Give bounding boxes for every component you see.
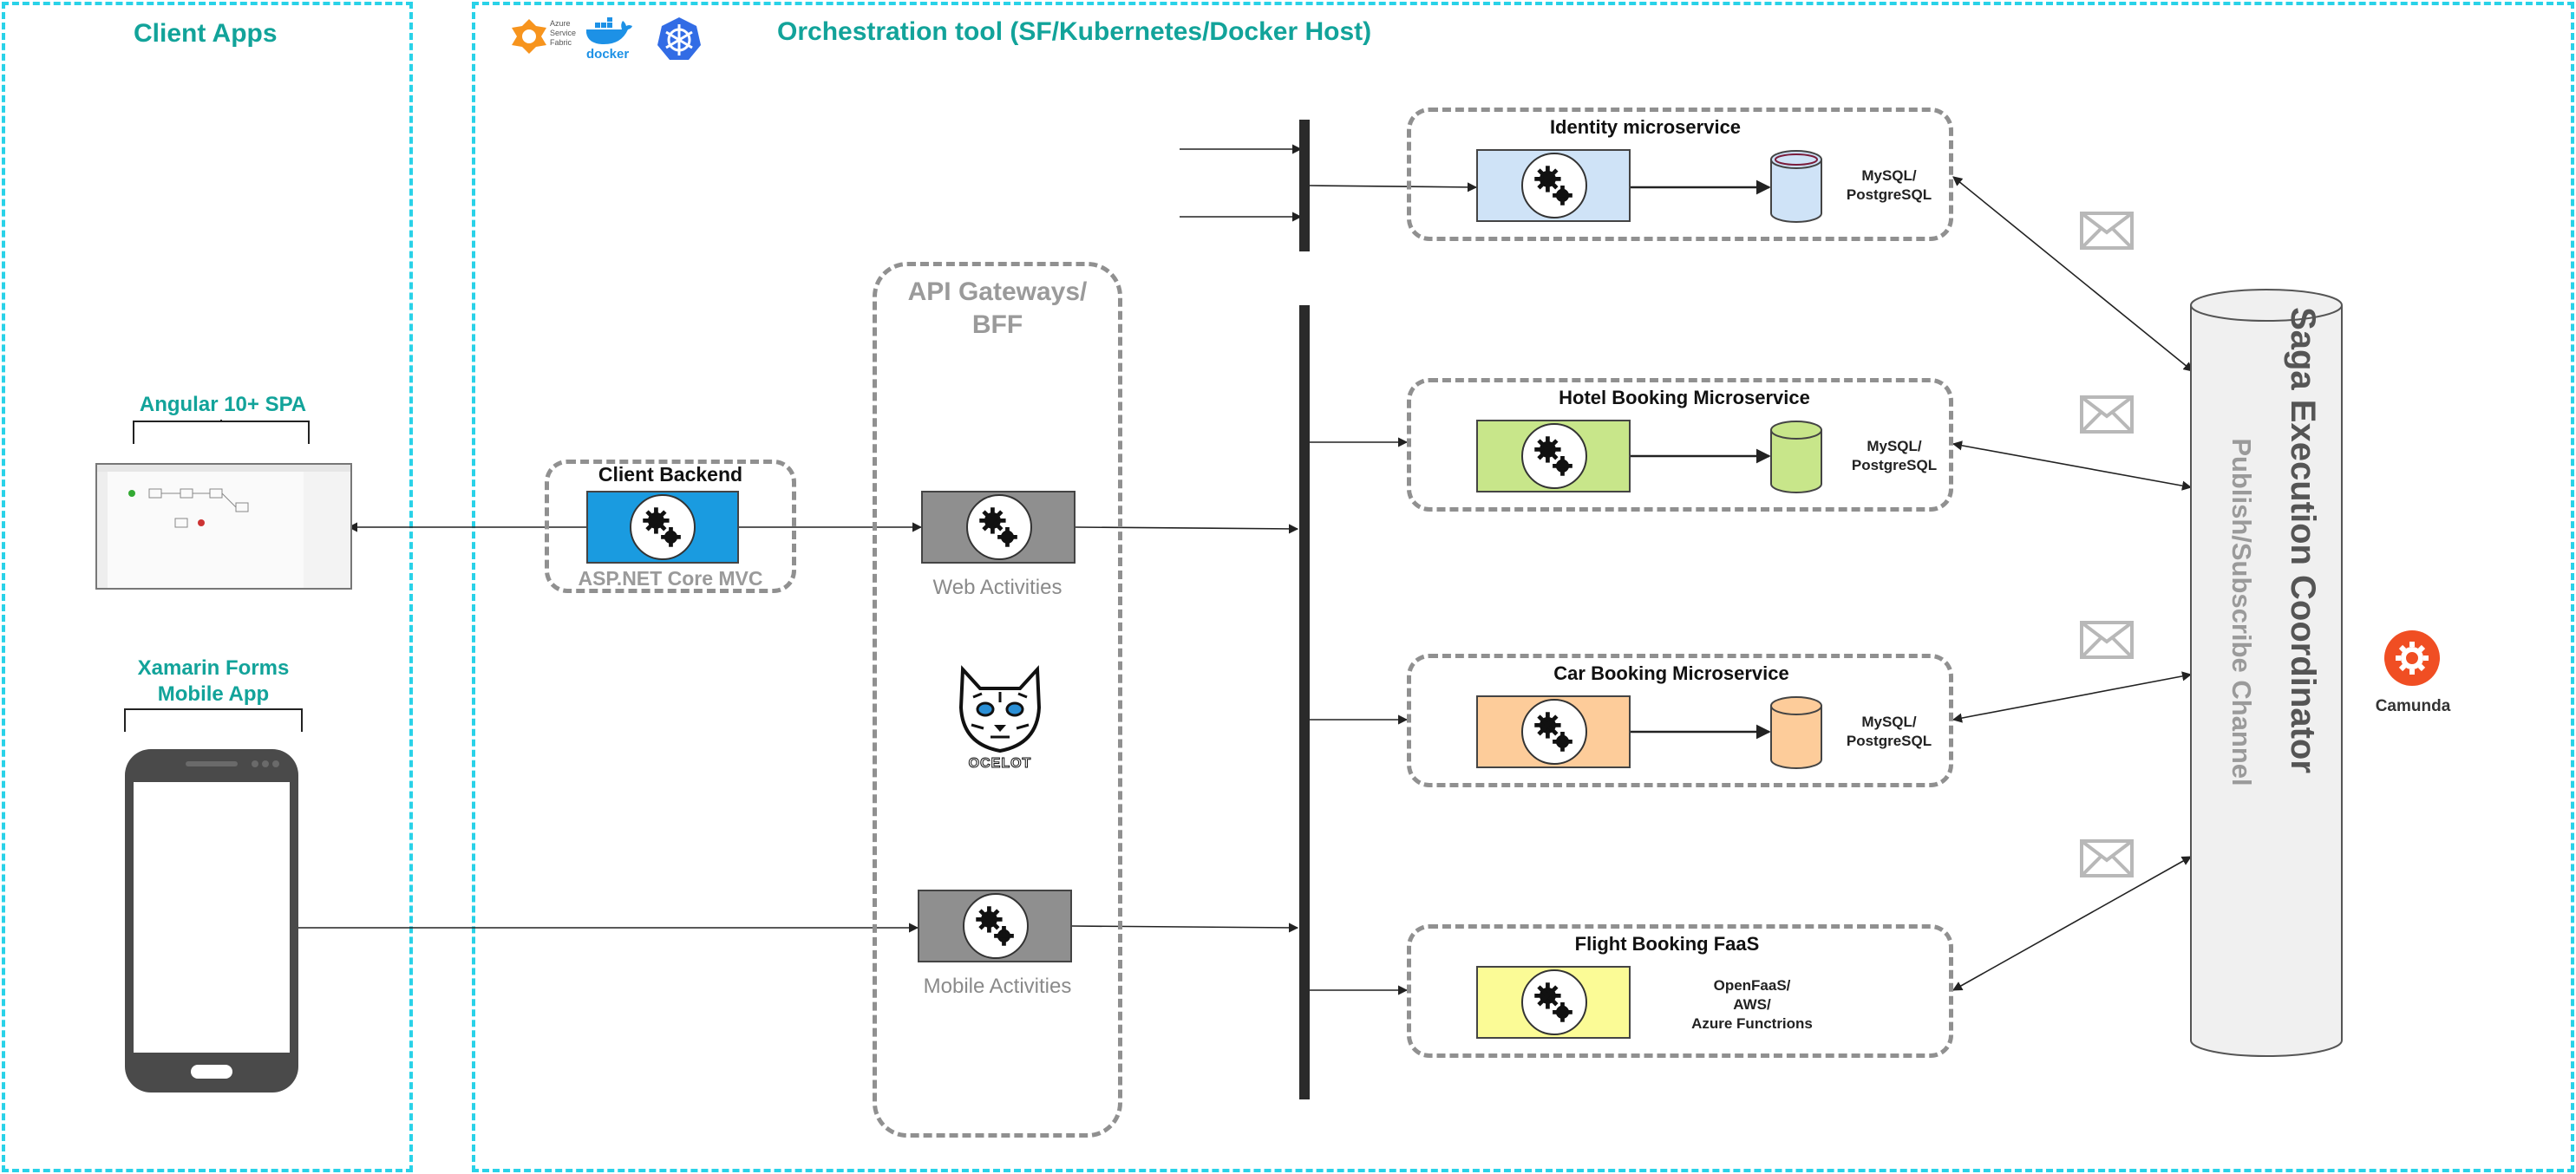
identity-service-title: Identity microservice bbox=[1549, 116, 1742, 138]
saga-channel-subtitle: Publish/Subscribe Channel bbox=[2226, 438, 2257, 786]
hotel-service-rect bbox=[1476, 420, 1631, 492]
identity-database-icon bbox=[1770, 150, 1822, 223]
camunda-logo-icon bbox=[2384, 630, 2440, 686]
mobile-app-label-line1: Xamarin Forms bbox=[137, 656, 290, 680]
saga-coordinator-title: Saga Execution Coordinator bbox=[2284, 307, 2322, 773]
identity-db-label-line2: PostgreSQL bbox=[1846, 186, 1932, 203]
flight-saga-arrow bbox=[1952, 856, 2192, 991]
flight-faas-line1: OpenFaaS/ bbox=[1713, 977, 1791, 994]
kubernetes-helm-icon bbox=[657, 17, 701, 60]
orchestration-region bbox=[472, 2, 2574, 1172]
saga-coordinator-cylinder bbox=[2190, 289, 2343, 1057]
azure-service-fabric-logo: Azure Service Fabric bbox=[510, 17, 593, 61]
mobile-app-label: Xamarin Forms Mobile App bbox=[120, 655, 307, 708]
hotel-gears-icon bbox=[1521, 423, 1587, 489]
mobile-bracket bbox=[124, 708, 303, 732]
bus-to-identity-arrow bbox=[1309, 182, 1478, 192]
car-service-title: Car Booking Microservice bbox=[1553, 662, 1789, 684]
ocelot-logo: OCELOT bbox=[954, 664, 1046, 777]
client-backend-box bbox=[545, 460, 796, 593]
car-db-label-line1: MySQL/ bbox=[1861, 714, 1917, 730]
hotel-saga-arrow bbox=[1952, 440, 2193, 491]
orchestration-title: Orchestration tool (SF/Kubernetes/Docker… bbox=[777, 17, 1372, 46]
client-backend-title: Client Backend bbox=[598, 463, 743, 486]
docker-logo: docker bbox=[583, 17, 635, 62]
message-envelope-icon-1 bbox=[2080, 212, 2134, 250]
flight-faas-line3: Azure Functrions bbox=[1691, 1015, 1813, 1032]
docker-whale-icon bbox=[586, 17, 632, 45]
mobile-phone-icon bbox=[125, 749, 298, 1092]
web-activities-label: Web Activities bbox=[932, 576, 1062, 599]
spa-bracket bbox=[133, 420, 310, 444]
car-service-box bbox=[1407, 654, 1953, 787]
car-gears-icon bbox=[1521, 699, 1587, 765]
client-apps-title: Client Apps bbox=[134, 19, 278, 48]
identity-saga-arrow bbox=[1952, 176, 2194, 372]
spa-label: Angular 10+ SPA bbox=[139, 393, 307, 416]
car-database-icon bbox=[1770, 696, 1822, 769]
top-service-bus bbox=[1299, 120, 1310, 251]
spa-preview-image bbox=[97, 465, 350, 588]
camunda-label: Camunda bbox=[2375, 697, 2451, 715]
mobile-activities-label: Mobile Activities bbox=[923, 975, 1072, 998]
main-service-bus bbox=[1299, 305, 1310, 1099]
kubernetes-logo bbox=[656, 16, 704, 64]
client-backend-gears-icon bbox=[630, 494, 696, 560]
mobile-app-label-line2: Mobile App bbox=[157, 682, 270, 706]
hotel-db-label-line2: PostgreSQL bbox=[1851, 457, 1938, 473]
car-service-rect bbox=[1476, 695, 1631, 768]
flight-faas-title: Flight Booking FaaS bbox=[1574, 933, 1760, 955]
hotel-database-icon bbox=[1770, 421, 1822, 493]
identity-service-box bbox=[1407, 108, 1953, 241]
ocelot-cat-icon bbox=[958, 665, 1042, 753]
web-activities-rect bbox=[921, 491, 1076, 564]
identity-db-label: MySQL/ PostgreSQL bbox=[1837, 166, 1941, 205]
hotel-db-label-line1: MySQL/ bbox=[1867, 438, 1922, 454]
hotel-service-box bbox=[1407, 378, 1953, 512]
car-saga-arrow bbox=[1952, 671, 2193, 723]
client-backend-rect bbox=[586, 491, 739, 564]
client-backend-subtitle: ASP.NET Core MVC bbox=[578, 567, 763, 590]
car-db-label: MySQL/ PostgreSQL bbox=[1837, 713, 1941, 751]
client-apps-region bbox=[2, 2, 413, 1172]
car-db-label-line2: PostgreSQL bbox=[1846, 733, 1932, 749]
api-gateway-title-line2: BFF bbox=[971, 310, 1023, 339]
identity-service-rect bbox=[1476, 149, 1631, 222]
message-envelope-icon-2 bbox=[2080, 395, 2134, 434]
azure-sf-icon bbox=[512, 19, 546, 54]
identity-gears-icon bbox=[1521, 153, 1587, 218]
mobile-gw-to-bus-arrow bbox=[1071, 923, 1299, 933]
flight-faas-rect bbox=[1476, 966, 1631, 1039]
message-envelope-icon-4 bbox=[2080, 839, 2134, 877]
flight-faas-providers-label: OpenFaaS/ AWS/ Azure Functrions bbox=[1665, 976, 1839, 1034]
spa-screenshot-thumbnail bbox=[95, 463, 352, 590]
hotel-service-title: Hotel Booking Microservice bbox=[1559, 387, 1810, 408]
api-gateway-title: API Gateways/ BFF bbox=[873, 276, 1122, 342]
identity-db-label-line1: MySQL/ bbox=[1861, 167, 1917, 184]
flight-gears-icon bbox=[1521, 969, 1587, 1035]
mobile-activities-rect bbox=[918, 890, 1072, 962]
ocelot-label: OCELOT bbox=[968, 756, 1032, 772]
api-gateway-box bbox=[873, 262, 1122, 1138]
flight-faas-box bbox=[1407, 924, 1953, 1058]
message-envelope-icon-3 bbox=[2080, 621, 2134, 659]
web-gw-to-bus-arrow bbox=[1075, 524, 1299, 534]
web-gateway-gears-icon bbox=[966, 494, 1032, 560]
api-gateway-title-line1: API Gateways/ bbox=[907, 277, 1088, 306]
flight-faas-line2: AWS/ bbox=[1733, 996, 1771, 1013]
mobile-gateway-gears-icon bbox=[963, 893, 1029, 959]
hotel-db-label: MySQL/ PostgreSQL bbox=[1842, 437, 1946, 475]
